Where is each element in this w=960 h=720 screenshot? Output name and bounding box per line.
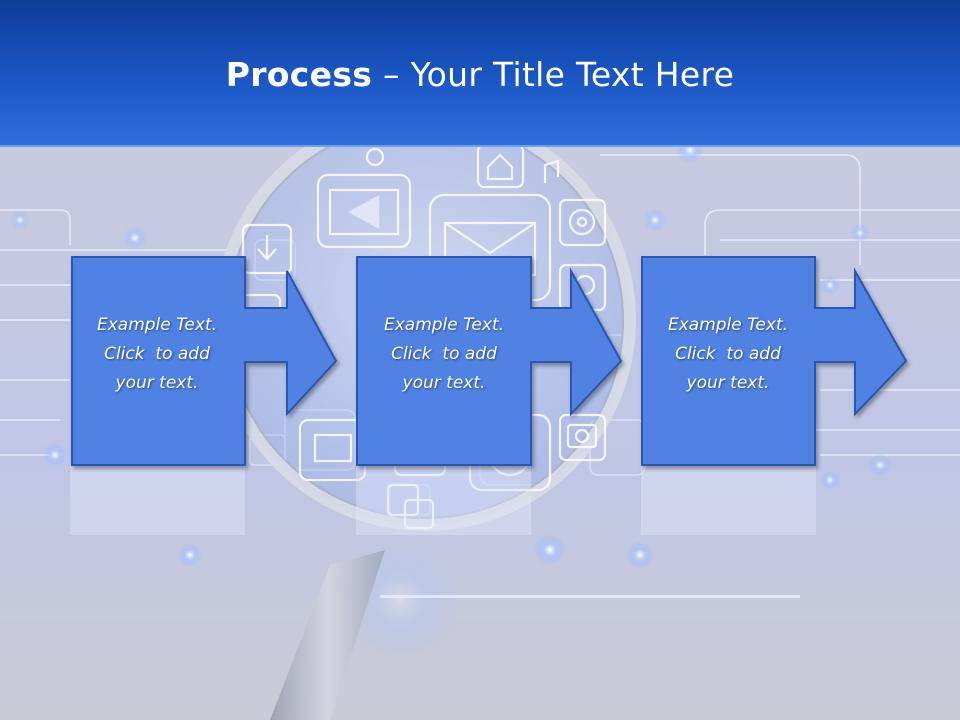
process-step-1-shape[interactable] — [71, 256, 338, 466]
step-3-line-3: your text. — [686, 373, 770, 393]
step-3-line-1: Example Text. — [667, 315, 789, 335]
process-step-2-text[interactable]: Example Text. Click to add your text. — [359, 311, 529, 398]
title-bar: Process – Your Title Text Here — [0, 0, 960, 147]
step-1-line-1: Example Text. — [96, 315, 218, 335]
step-1-line-2: Click to add — [104, 344, 210, 364]
step-2-line-1: Example Text. — [383, 315, 505, 335]
title-bold-part: Process — [225, 55, 373, 94]
process-step-2-shape[interactable] — [356, 256, 623, 466]
step-2-line-2: Click to add — [391, 344, 497, 364]
process-step-3-text[interactable]: Example Text. Click to add your text. — [643, 311, 813, 398]
process-step-3-shape[interactable] — [641, 256, 908, 466]
step-2-line-3: your text. — [402, 373, 486, 393]
step-3-line-2: Click to add — [675, 344, 781, 364]
slide-title[interactable]: Process – Your Title Text Here — [0, 55, 960, 94]
process-step-1-text[interactable]: Example Text. Click to add your text. — [72, 311, 242, 398]
step-1-line-3: your text. — [115, 373, 199, 393]
title-rest-part: – Your Title Text Here — [372, 55, 735, 94]
